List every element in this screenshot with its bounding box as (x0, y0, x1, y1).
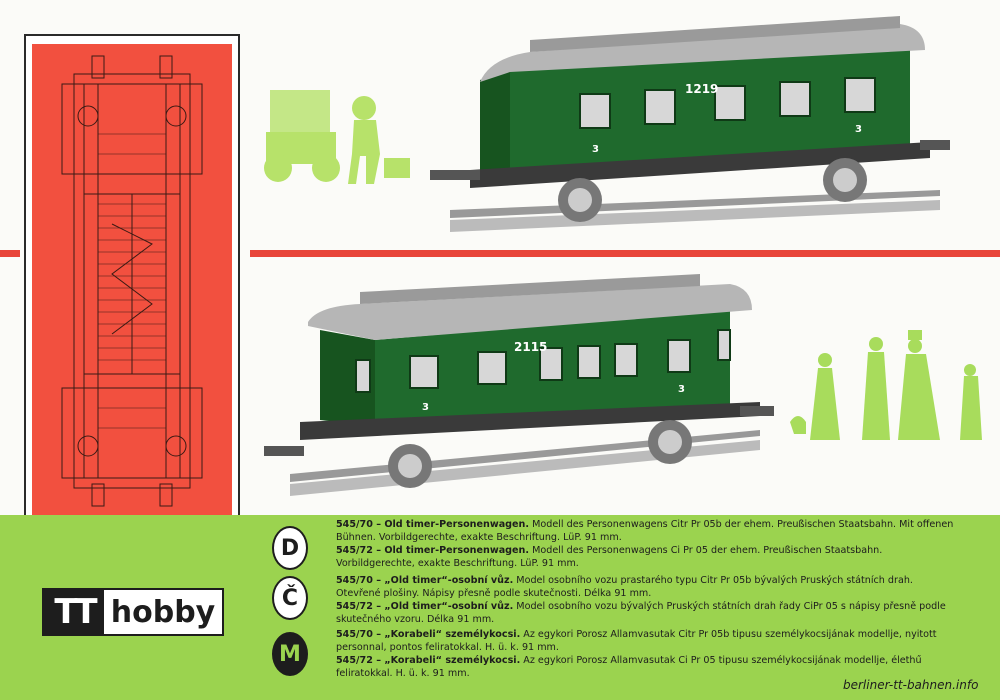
underframe-drawing (32, 44, 232, 518)
description-de: 545/70 – Old timer-Personenwagen. Modell… (336, 518, 956, 570)
logo-hobby: hobby (110, 594, 216, 630)
watermark: berliner-tt-bahnen.info (843, 678, 979, 692)
description-entry: 545/70 – „Old timer“-osobní vůz. Model o… (336, 575, 913, 599)
logo-tt: TT (44, 590, 104, 634)
coach-bottom-image: 2115 3 3 (260, 270, 780, 500)
vintage-car-illustration (262, 84, 422, 194)
coach-top-image: 1219 3 3 (430, 10, 960, 240)
divider-line (250, 250, 1000, 257)
lang-marker-d: D (272, 526, 308, 570)
tt-hobby-logo: TT hobby (42, 588, 224, 636)
coach-top-class-right: 3 (855, 124, 862, 135)
description-entry: 545/72 – „Old timer“-osobní vůz. Model o… (336, 601, 946, 625)
description-entry: 545/70 – „Korabeli“ személykocsi. Az egy… (336, 629, 937, 653)
coach-bottom-class-right: 3 (678, 384, 685, 395)
description-cs: 545/70 – „Old timer“-osobní vůz. Model o… (336, 574, 956, 626)
description-entry: 545/72 – „Korabeli“ személykocsi. Az egy… (336, 655, 922, 679)
coach-top-number: 1219 (685, 82, 719, 96)
coach-bottom-class-left: 3 (422, 402, 429, 413)
description-entry: 545/72 – Old timer-Personenwagen. Modell… (336, 545, 883, 569)
lang-marker-c: Č (272, 576, 308, 620)
chassis-blueprint (61, 55, 203, 507)
coach-bottom-number: 2115 (514, 340, 548, 354)
lang-marker-m: M (272, 632, 308, 676)
description-entry: 545/70 – Old timer-Personenwagen. Modell… (336, 519, 954, 543)
divider-left (0, 250, 20, 257)
description-hu: 545/70 – „Korabeli“ személykocsi. Az egy… (336, 628, 956, 680)
coach-top-class-left: 3 (592, 144, 599, 155)
people-silhouettes (780, 330, 990, 445)
